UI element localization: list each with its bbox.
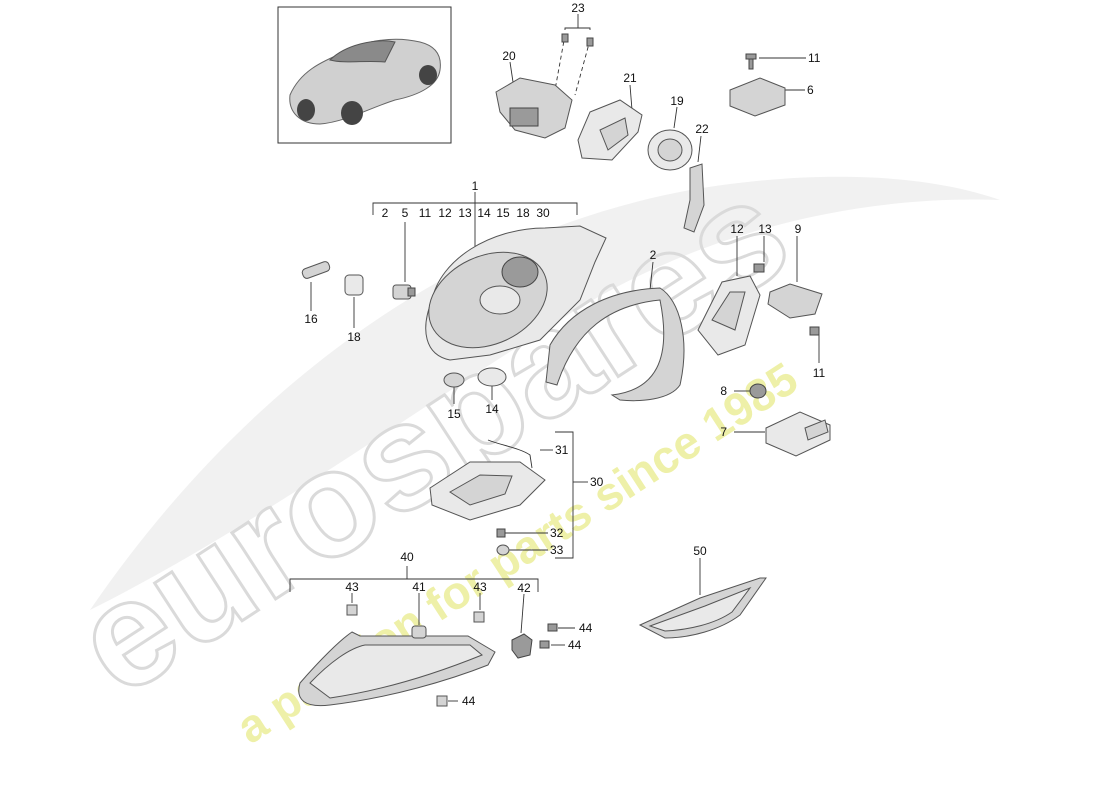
callout-32: 32 [550,526,564,540]
callout-11-right: 11 [813,366,826,380]
callout-22: 22 [695,122,709,136]
part-44-clip-c [436,695,448,707]
callout-7: 7 [720,425,727,439]
part-14-cap [477,367,507,387]
callout-1: 1 [472,179,479,193]
callout-18: 18 [347,330,361,344]
callout-11-top: 11 [808,51,821,65]
part-44-screw-a [547,623,558,632]
callout-44-a: 44 [579,621,593,635]
part-18-socket [344,274,364,296]
part-screw-23 [561,33,594,47]
part-1-headlight [425,225,607,361]
callout-2: 2 [650,248,657,262]
part-20-housing [495,77,573,139]
callout-14: 14 [485,402,499,416]
part-41-bulb [411,625,427,639]
part-40-side-lamp [298,631,496,707]
callout-20: 20 [502,49,516,63]
group-1-item: 11 [419,206,432,220]
part-6-control-unit [729,77,786,117]
callout-44-b: 44 [568,638,582,652]
part-22-strip [683,163,705,233]
group-1-item: 14 [477,206,491,220]
callout-33: 33 [550,543,564,557]
part-screw-11-top [745,53,757,70]
callout-8: 8 [720,384,727,398]
part-8-nut [749,383,767,399]
group-1-item: 15 [496,206,510,220]
part-9-module [767,283,823,319]
callout-labels: 1 2 5 11 12 13 14 15 18 30 23 20 21 19 2… [304,1,825,708]
callout-30: 30 [590,475,604,489]
part-15-cap [443,372,465,388]
callout-13: 13 [758,222,772,236]
callout-44-c: 44 [462,694,476,708]
callout-6: 6 [807,83,814,97]
part-19-module [647,129,693,171]
callout-19: 19 [670,94,684,108]
callout-43-b: 43 [473,580,487,594]
part-12-bracket [697,275,761,356]
part-2-trim-strip [545,287,685,402]
callout-41: 41 [412,580,426,594]
part-screw-13 [753,263,765,273]
part-16-strip [301,261,331,279]
part-42-socket [511,633,533,659]
callout-43-a: 43 [345,580,359,594]
part-50-side-marker [638,577,767,639]
callout-15: 15 [447,407,461,421]
group-1-item: 30 [536,206,550,220]
callout-9: 9 [795,222,802,236]
part-44-screw-b [539,640,550,649]
leader-lines [289,14,820,702]
callout-16: 16 [304,312,318,326]
group-1-item: 13 [458,206,472,220]
part-31-cable [487,439,533,469]
callout-21: 21 [623,71,637,85]
part-7-control-unit [765,411,831,457]
part-43-clip-a [346,604,358,616]
callout-31: 31 [555,443,569,457]
group-1-item: 2 [382,206,389,220]
part-32-screw [496,528,506,538]
callout-40: 40 [400,550,414,564]
callout-23: 23 [571,1,585,15]
callout-42: 42 [517,581,531,595]
part-21-duct [577,99,643,161]
group-1-item: 12 [438,206,452,220]
parts [298,33,831,707]
part-33-clip [496,544,510,556]
group-1-item: 5 [402,206,409,220]
part-5-bulb [392,284,416,300]
car-icon [289,38,441,125]
part-43-clip-b [473,611,485,623]
vehicle-thumbnail [277,6,452,144]
callout-12: 12 [730,222,744,236]
part-30-leveling-unit [429,461,546,521]
part-screw-11-right [809,326,820,336]
group-1-item: 18 [516,206,530,220]
callout-50: 50 [693,544,707,558]
